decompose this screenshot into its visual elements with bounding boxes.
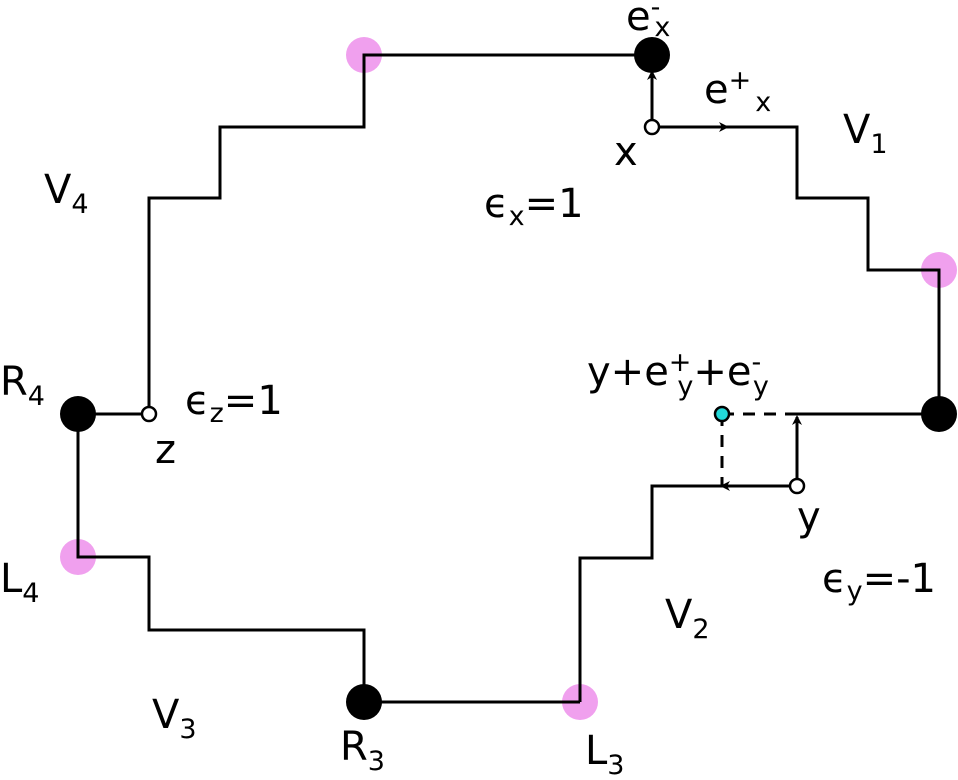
- point-z: [140, 405, 158, 423]
- point-y: [788, 477, 806, 495]
- sum-label: y+e+y+e-y: [587, 347, 769, 402]
- region-label-v4: V4: [44, 167, 89, 220]
- vertex-right: [921, 396, 957, 432]
- sign-label-eps-x: ϵx=1: [484, 181, 584, 232]
- path-v1: [652, 125, 941, 414]
- vertex-label-l3: L3: [585, 728, 624, 780]
- sign-label-eps-y: ϵy=-1: [822, 556, 936, 607]
- point-y-sum: [713, 405, 731, 423]
- black-vertices: [60, 37, 957, 720]
- vertex-label-r3: R3: [340, 724, 385, 777]
- vertex-label-l4: L4: [0, 556, 39, 609]
- vertex-r4: [60, 396, 96, 432]
- vector-label-e-plus-x: e+x: [704, 65, 771, 118]
- vertex-top: [634, 37, 670, 73]
- path-v2: [578, 484, 797, 702]
- dashed-lines: [720, 412, 797, 486]
- region-label-v3: V3: [152, 692, 197, 745]
- point-label-z: z: [155, 427, 176, 473]
- path-v3: [76, 414, 580, 704]
- point-label-y: y: [797, 494, 821, 540]
- point-label-x: x: [614, 129, 638, 175]
- region-label-v1: V1: [843, 107, 888, 160]
- arrows: [647, 70, 802, 491]
- region-label-v2: V2: [665, 592, 710, 645]
- open-points: [140, 118, 806, 495]
- point-x: [643, 118, 661, 136]
- sign-label-eps-z: ϵz=1: [185, 378, 283, 429]
- vertex-r3: [346, 684, 382, 720]
- path-v4-upper: [147, 53, 652, 414]
- vector-label-e-minus-x: e-x: [626, 0, 670, 43]
- vertex-label-r4: R4: [0, 359, 45, 412]
